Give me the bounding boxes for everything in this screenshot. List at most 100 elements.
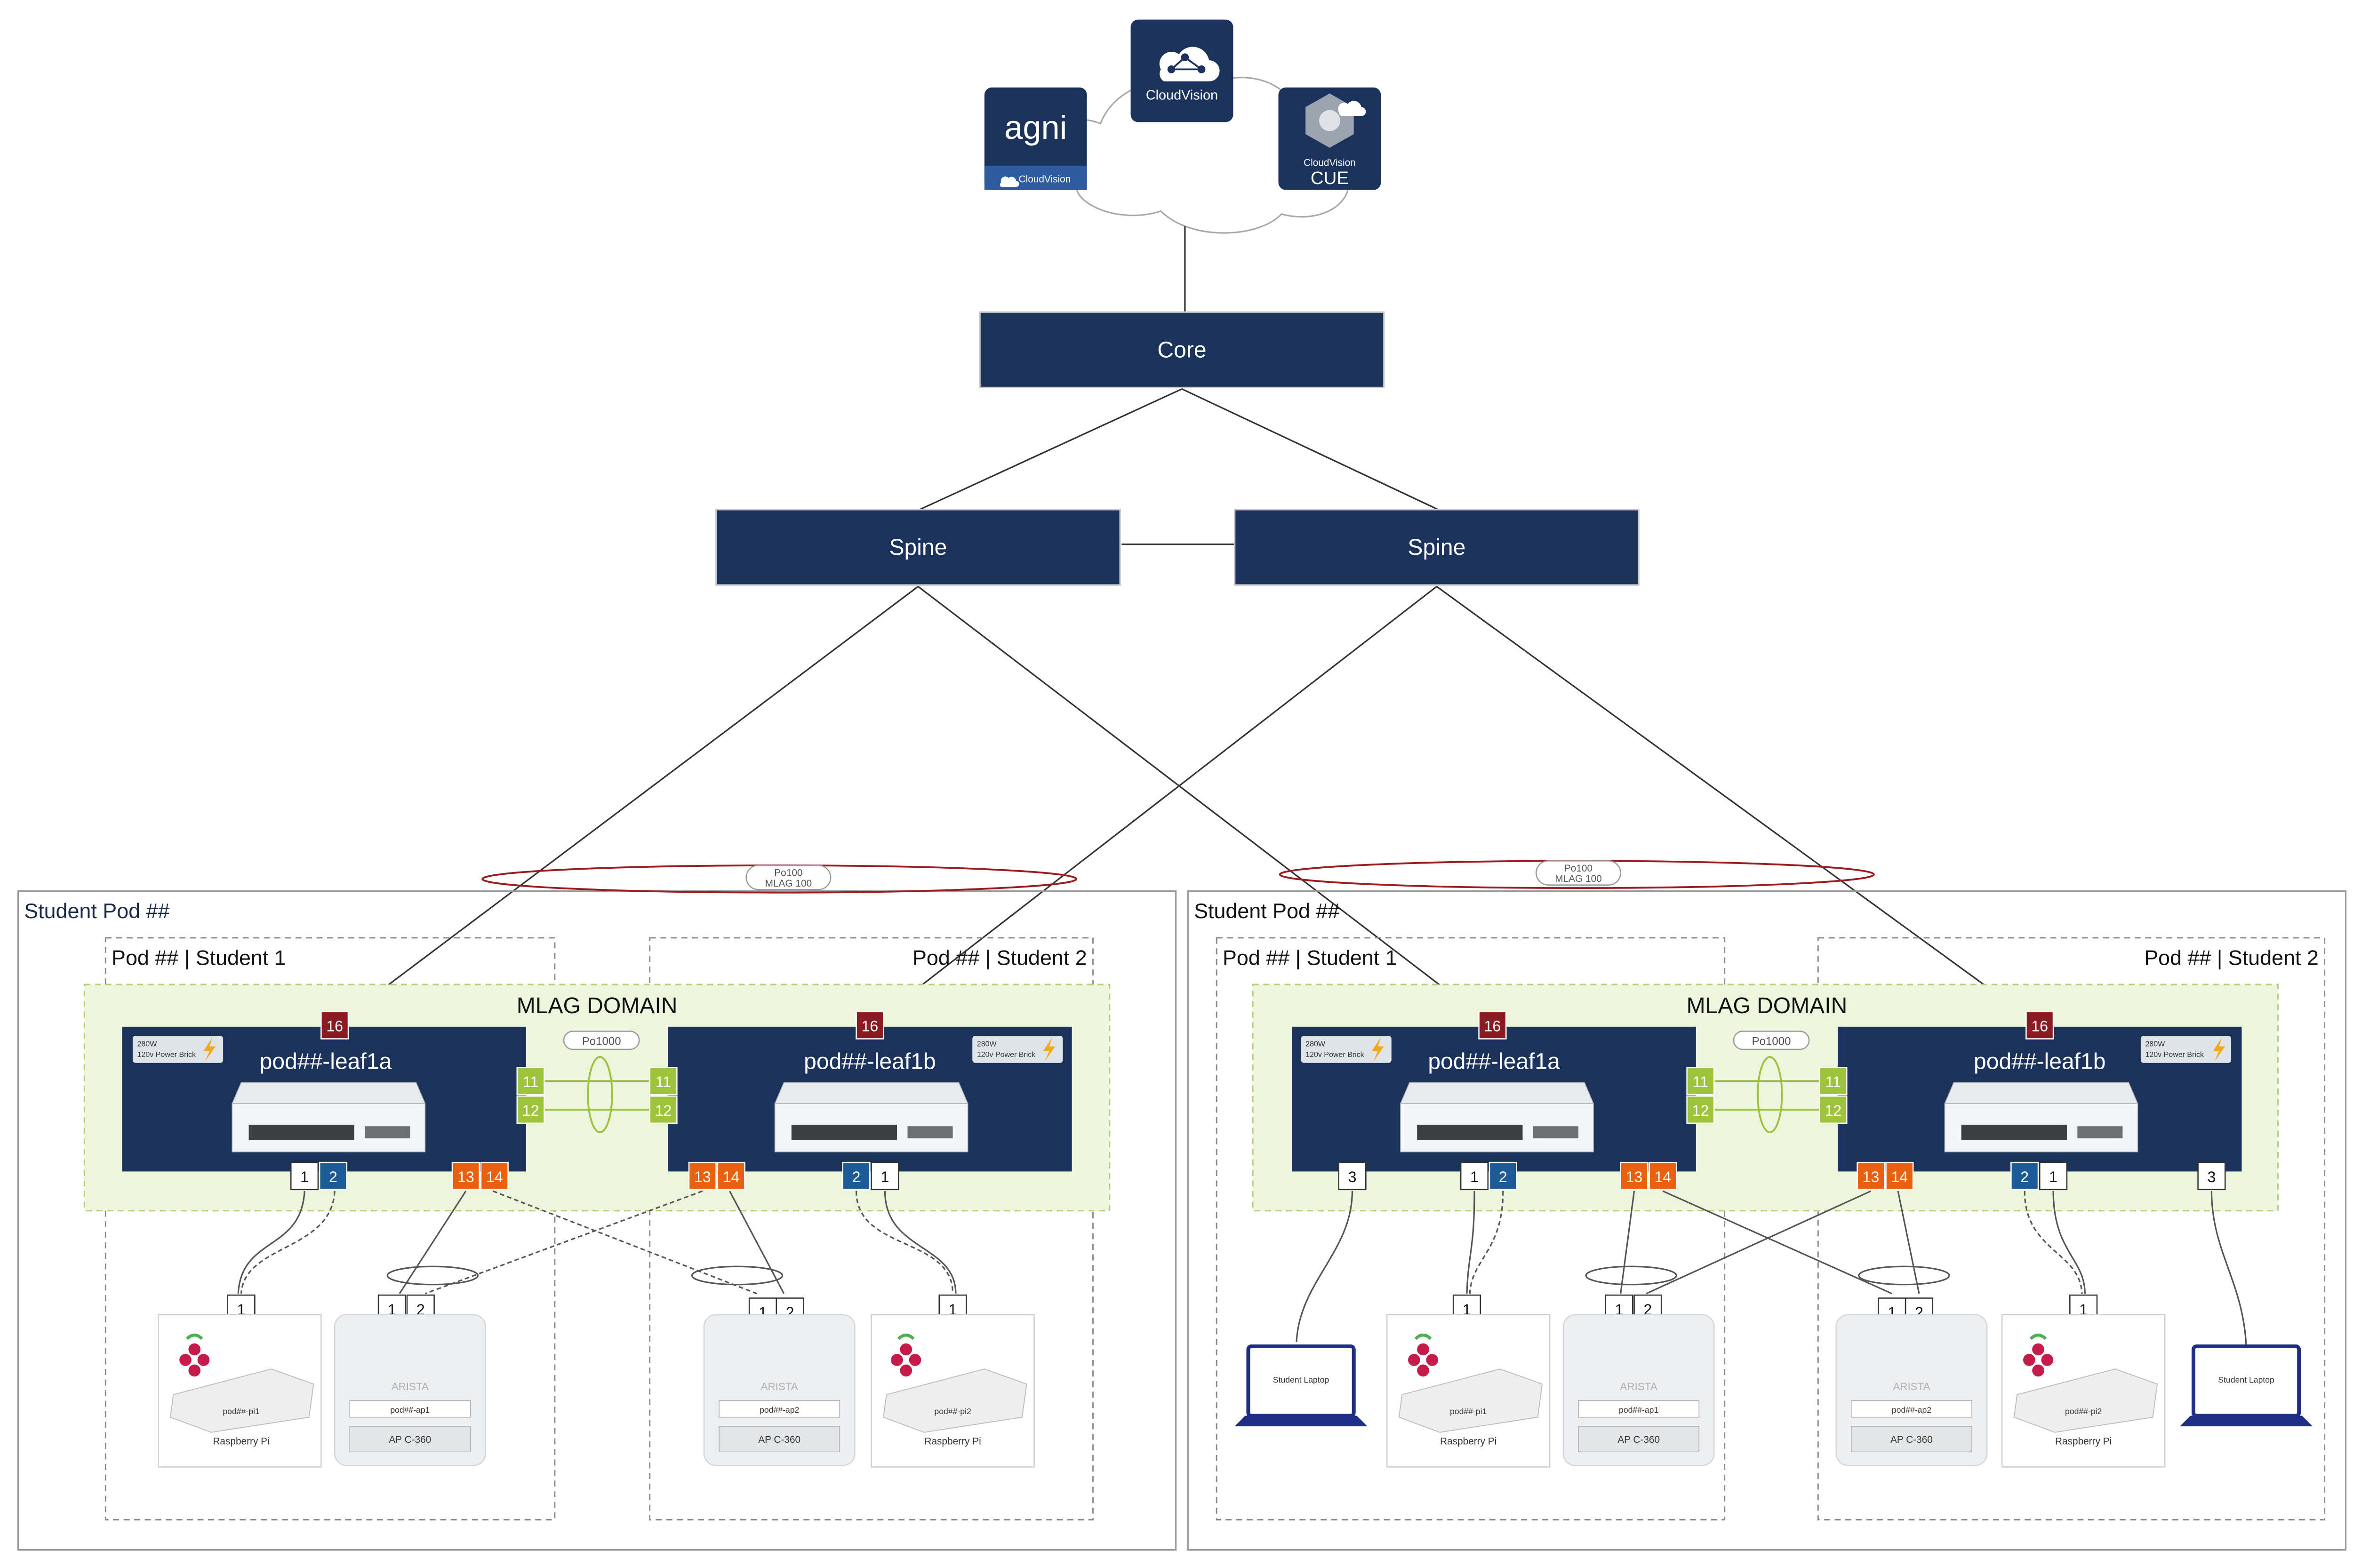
student-laptop-1[interactable]: Student Laptop: [1234, 1344, 1368, 1426]
port-number: 1: [881, 1168, 889, 1185]
port-number: 13: [1626, 1168, 1643, 1185]
port-badge[interactable]: [320, 1011, 349, 1040]
port-badge[interactable]: [1338, 1161, 1367, 1191]
port-badge[interactable]: [842, 1161, 871, 1191]
port-number: 12: [522, 1102, 539, 1119]
core-switch[interactable]: Core: [979, 311, 1385, 388]
port-number: 11: [1693, 1073, 1708, 1090]
ap-brand: ARISTA: [392, 1381, 429, 1392]
port-number: 14: [486, 1168, 503, 1185]
port-badge[interactable]: [319, 1161, 348, 1191]
access-point-2[interactable]: ARISTA pod##-ap2 AP C-360: [703, 1314, 856, 1466]
port-badge[interactable]: [1857, 1161, 1885, 1191]
pi-hostname: pod##-pi1: [1450, 1407, 1487, 1416]
spine-switch-left[interactable]: Spine: [715, 509, 1121, 586]
core-label: Core: [1157, 337, 1206, 362]
cloudvision-cue-tile[interactable]: CloudVision CUE: [1278, 87, 1381, 190]
power-brick-badge: [972, 1036, 1063, 1063]
ap-hostname: pod##-ap2: [1892, 1405, 1931, 1415]
port-badge[interactable]: [649, 1067, 678, 1096]
port-badge[interactable]: [516, 1095, 545, 1124]
port-number: 2: [416, 1301, 425, 1318]
student-pod-1: Student Pod ## Pod ## | Student 1 Pod ##…: [17, 864, 1177, 1551]
po100-label: Po100: [1564, 863, 1593, 874]
access-point-1[interactable]: ARISTA pod##-ap1 AP C-360: [1562, 1314, 1715, 1466]
port-badge[interactable]: [1478, 1011, 1507, 1040]
port-badge[interactable]: [1620, 1161, 1649, 1191]
access-point-2[interactable]: ARISTA pod##-ap2 AP C-360: [1835, 1314, 1988, 1466]
ap-model: AP C-360: [1890, 1434, 1933, 1445]
ports: 16 16 11 12 11 12 3 1 2 13 14 13 14 2 1 …: [1338, 1011, 2226, 1326]
raspberry-pi-1[interactable]: pod##-pi1 Raspberry Pi: [158, 1314, 322, 1468]
student-2-label: Pod ## | Student 2: [912, 945, 1087, 969]
power-brick-volts: 120v Power Brick: [137, 1051, 196, 1059]
ap-brand: ARISTA: [761, 1381, 798, 1392]
port-badge[interactable]: [1686, 1067, 1715, 1096]
lightning-bolt-icon: [2213, 1037, 2225, 1062]
power-brick-badge: [2140, 1036, 2232, 1063]
port-number: 1: [1463, 1301, 1471, 1318]
agni-logo: agni: [1004, 109, 1067, 146]
port-badge[interactable]: [688, 1161, 717, 1191]
ap-hostname: pod##-ap2: [760, 1405, 799, 1415]
port-badge[interactable]: [856, 1011, 884, 1040]
port-badge[interactable]: [290, 1161, 319, 1191]
downlinks: [237, 1190, 957, 1295]
port-badge[interactable]: [649, 1095, 678, 1124]
port-number: 1: [1470, 1168, 1479, 1185]
port-number: 3: [1348, 1168, 1357, 1185]
port-number: 16: [862, 1017, 879, 1034]
leaf1a-switch[interactable]: 280W 120v Power Brick pod##-leaf1a: [122, 1026, 527, 1172]
pod-title: Student Pod ##: [1194, 899, 1339, 923]
student-laptop-2[interactable]: Student Laptop: [2180, 1344, 2313, 1426]
pi-model: Raspberry Pi: [2055, 1436, 2112, 1447]
student-1-frame: [104, 937, 556, 1520]
leaf1a-switch[interactable]: 280W 120v Power Brick pod##-leaf1a: [1292, 1026, 1696, 1172]
laptop-base: [1234, 1416, 1368, 1426]
ap-brand: ARISTA: [1893, 1381, 1930, 1392]
port-badge[interactable]: [480, 1161, 509, 1191]
raspberry-pi-logo-icon: [891, 1333, 921, 1377]
port-badge[interactable]: [1460, 1161, 1489, 1191]
agni-tile[interactable]: agni CloudVision: [984, 87, 1087, 190]
pi-model: Raspberry Pi: [924, 1436, 981, 1447]
port-badge[interactable]: [1885, 1161, 1914, 1191]
access-point-1[interactable]: ARISTA pod##-ap1 AP C-360: [334, 1314, 486, 1466]
port-number: 3: [2208, 1168, 2216, 1185]
cloudvision-tile[interactable]: CloudVision: [1130, 19, 1233, 122]
spine-switch-right[interactable]: Spine: [1234, 509, 1640, 586]
raspberry-pi-1[interactable]: pod##-pi1 Raspberry Pi: [1386, 1314, 1551, 1468]
port-badge[interactable]: [2025, 1011, 2054, 1040]
leaf-hostname: pod##-leaf1a: [260, 1049, 392, 1074]
port-badge[interactable]: [717, 1161, 745, 1191]
port-badge[interactable]: [1686, 1095, 1715, 1124]
student-2-label: Pod ## | Student 2: [2144, 945, 2319, 969]
port-badge[interactable]: [871, 1161, 899, 1191]
port-badge[interactable]: [2197, 1161, 2226, 1191]
po1000-ring: [587, 1056, 613, 1134]
mlag-domain-label: MLAG DOMAIN: [517, 993, 678, 1018]
pi-hostname: pod##-pi1: [223, 1407, 259, 1416]
raspberry-pi-logo-icon: [179, 1333, 210, 1377]
pi-case-image: [2013, 1368, 2158, 1433]
raspberry-pi-2[interactable]: pod##-pi2 Raspberry Pi: [2001, 1314, 2166, 1468]
leaf1b-switch[interactable]: 280W 120v Power Brick pod##-leaf1b: [668, 1026, 1072, 1172]
pi-case-image: [1398, 1368, 1543, 1433]
port-badge[interactable]: [2010, 1161, 2039, 1191]
port-badge[interactable]: [1819, 1067, 1848, 1096]
student-1-label: Pod ## | Student 1: [112, 945, 286, 969]
port-number: 14: [1891, 1168, 1908, 1185]
port-badge[interactable]: [1819, 1095, 1848, 1124]
downlinks: [1296, 1190, 2247, 1347]
raspberry-pi-2[interactable]: pod##-pi2 Raspberry Pi: [871, 1314, 1035, 1468]
port-badge[interactable]: [516, 1067, 545, 1096]
port-badge[interactable]: [451, 1161, 480, 1191]
switch-chassis-image: [774, 1082, 968, 1152]
power-brick-volts: 120v Power Brick: [1305, 1051, 1364, 1059]
laptop-base: [2180, 1416, 2313, 1426]
student-1-frame: [1216, 937, 1726, 1520]
leaf1b-switch[interactable]: 280W 120v Power Brick pod##-leaf1b: [1837, 1026, 2242, 1172]
port-badge[interactable]: [1649, 1161, 1677, 1191]
port-badge[interactable]: [1489, 1161, 1517, 1191]
port-badge[interactable]: [2039, 1161, 2068, 1191]
